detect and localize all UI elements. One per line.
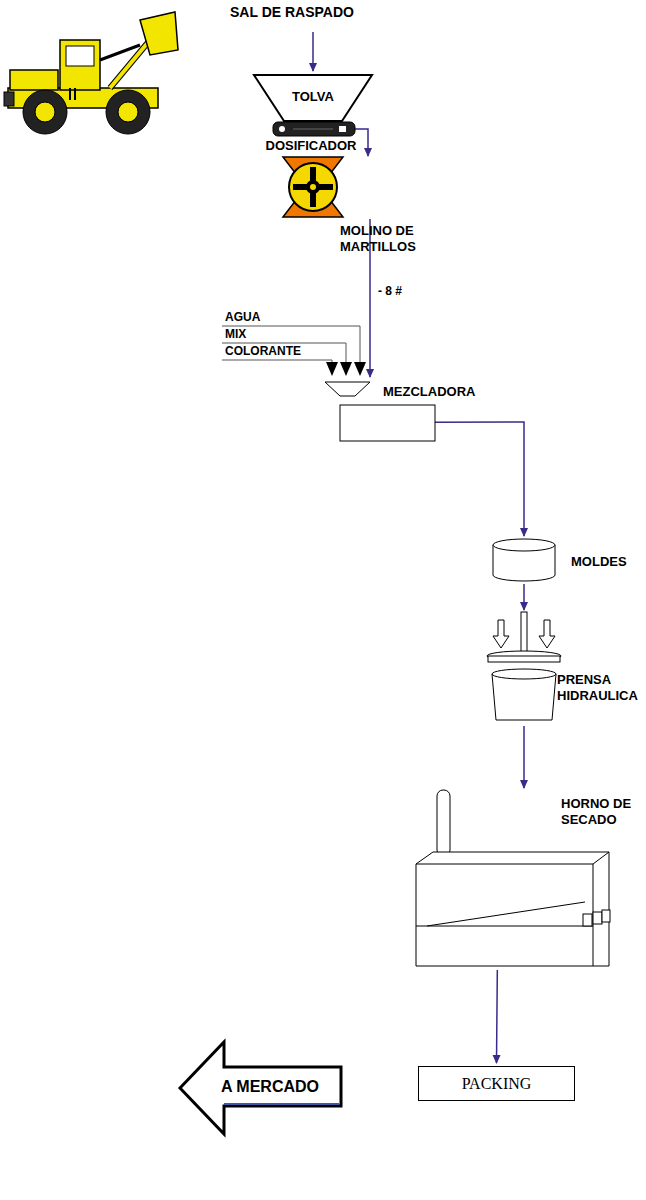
node-label: PRENSA HIDRAULICA: [557, 672, 641, 705]
text-holder: MEZCLADORA: [383, 384, 483, 400]
packing-box: PACKING: [418, 1066, 575, 1101]
flow-arrow: [435, 422, 524, 536]
input-label: SAL DE RASPADO: [230, 4, 354, 22]
node-label: A MERCADO: [221, 1077, 319, 1097]
hydraulic-press: PRENSA HIDRAULICA: [486, 612, 562, 724]
text-holder: COLORANTE: [225, 344, 301, 359]
feed-arrow: [312, 32, 314, 71]
node-label: TOLVA: [253, 89, 373, 105]
additive-label: AGUA: [225, 310, 260, 325]
flow-arrow: [355, 129, 368, 156]
hammer-mill-outline: [283, 157, 343, 217]
hydraulic-press-outline: [486, 612, 562, 724]
text-holder: HORNO DE SECADO: [561, 796, 641, 829]
edge-label: - 8 #: [378, 284, 402, 299]
wheel-loader: [4, 12, 178, 134]
additive-nozzles: [326, 362, 366, 376]
text-holder: PRENSA HIDRAULICA: [557, 672, 641, 705]
text-holder: MOLDES: [571, 554, 641, 570]
feeder: DOSIFICADOR: [273, 122, 355, 136]
node-label: MEZCLADORA: [383, 384, 483, 400]
mixer: MEZCLADORA: [325, 380, 435, 442]
node-label: PACKING: [418, 1074, 575, 1094]
node-label: DOSIFICADOR: [259, 138, 363, 154]
node-label: MOLDES: [571, 554, 641, 570]
market-arrow: A MERCADO: [178, 1040, 343, 1136]
text-holder: MOLINO DE MARTILLOS: [340, 223, 424, 256]
text-holder: AGUA: [225, 310, 260, 325]
additive-label: COLORANTE: [225, 344, 301, 359]
flow-arrow: [523, 584, 525, 610]
text-holder: - 8 #: [378, 284, 402, 299]
node-label: HORNO DE SECADO: [561, 796, 641, 829]
feeder-outline: [273, 122, 355, 136]
additive-label: MIX: [225, 327, 246, 342]
text-holder: MIX: [225, 327, 246, 342]
drying-oven: HORNO DE SECADO: [415, 790, 611, 968]
hopper: TOLVA: [253, 74, 373, 122]
mould-outline: [492, 538, 556, 582]
text-holder: DOSIFICADOR: [259, 138, 363, 154]
node-label: MOLINO DE MARTILLOS: [340, 223, 424, 256]
flow-arrow: [523, 726, 525, 788]
text-holder: SAL DE RASPADO: [230, 4, 354, 22]
text-holder: TOLVA: [253, 89, 373, 105]
additive-lines: [222, 326, 360, 362]
mould: MOLDES: [492, 538, 556, 582]
hammer-mill: MOLINO DE MARTILLOS: [283, 157, 343, 217]
text-holder: A MERCADO: [202, 1077, 338, 1097]
flow-arrow: [496, 970, 498, 1063]
text-holder: PACKING: [418, 1074, 575, 1094]
